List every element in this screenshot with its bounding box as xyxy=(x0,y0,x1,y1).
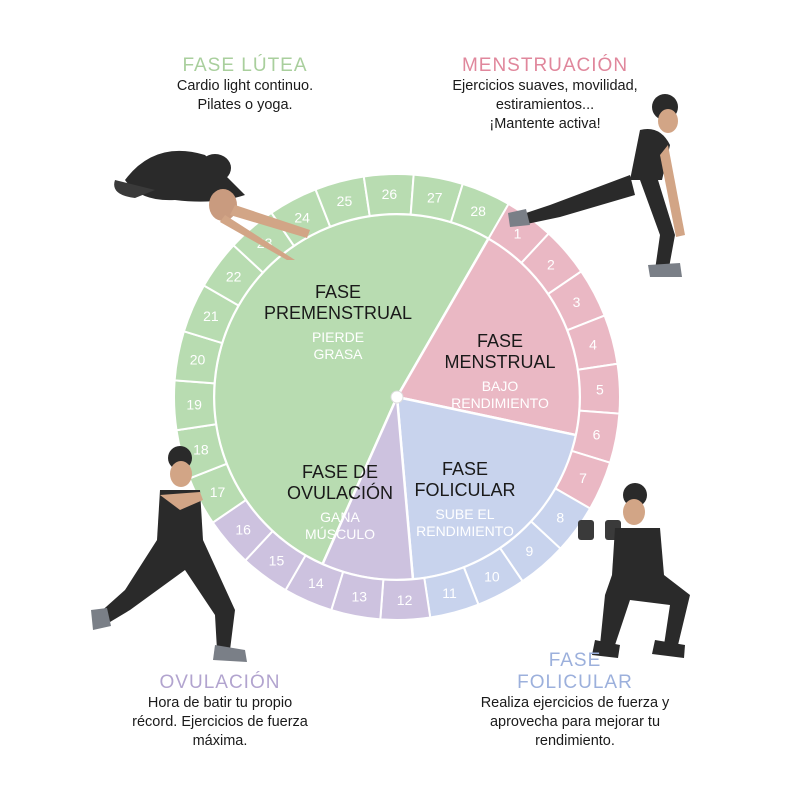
caption-follicular-title-2: FOLICULAR xyxy=(517,672,633,693)
day-label-8: 8 xyxy=(556,510,564,526)
day-label-5: 5 xyxy=(596,381,604,397)
sector-labels: FASEPREMENSTRUALPIERDEGRASAFASEMENSTRUAL… xyxy=(264,282,556,542)
caption-luteal-title: FASE LÚTEA xyxy=(182,55,308,76)
day-label-6: 6 xyxy=(593,427,601,443)
sector-title-ovulation: FASE DE xyxy=(302,462,378,482)
caption-luteal: FASE LÚTEA Cardio light continuo. Pilate… xyxy=(140,55,350,115)
day-label-15: 15 xyxy=(269,552,285,568)
caption-menstruation-text: Ejercicios suaves, movilidad, estiramien… xyxy=(452,78,638,132)
day-label-25: 25 xyxy=(337,193,353,209)
sector-title-follicular: FOLICULAR xyxy=(414,480,515,500)
sector-subtitle-premenstrual: GRASA xyxy=(313,346,363,362)
day-label-1: 1 xyxy=(514,226,522,242)
caption-follicular-text: Realiza ejercicios de fuerza y aprovecha… xyxy=(480,695,670,749)
day-label-17: 17 xyxy=(210,484,226,500)
day-label-27: 27 xyxy=(427,190,443,206)
sector-subtitle-menstrual: RENDIMIENTO xyxy=(451,395,549,411)
stretching-woman-figure xyxy=(114,150,310,260)
caption-ovulation: OVULACIÓN Hora de batir tu propio récord… xyxy=(105,672,335,751)
lunge-stretch-woman-figure xyxy=(508,94,685,277)
day-label-12: 12 xyxy=(397,592,413,608)
day-label-19: 19 xyxy=(186,397,202,413)
day-label-11: 11 xyxy=(442,585,457,601)
squat-dumbbell-woman-figure xyxy=(578,483,690,658)
sector-title-ovulation: OVULACIÓN xyxy=(287,482,393,503)
phase-sectors xyxy=(212,212,582,582)
sector-title-premenstrual: FASE xyxy=(315,282,361,302)
day-label-9: 9 xyxy=(526,543,534,559)
day-label-18: 18 xyxy=(193,442,209,458)
day-ring: 1234567891011121314151617181920212223242… xyxy=(173,173,621,621)
sector-subtitle-ovulation: MÚSCULO xyxy=(305,526,375,542)
day-cell-28 xyxy=(449,182,510,240)
caption-follicular-title-1: FASE xyxy=(548,650,602,671)
sector-subtitle-premenstrual: PIERDE xyxy=(312,329,364,345)
day-label-22: 22 xyxy=(226,268,242,284)
day-label-3: 3 xyxy=(573,294,581,310)
day-label-7: 7 xyxy=(579,470,587,486)
day-label-2: 2 xyxy=(547,257,555,273)
day-label-10: 10 xyxy=(484,568,500,584)
caption-menstruation-title: MENSTRUACIÓN xyxy=(461,55,629,76)
sector-title-menstrual: MENSTRUAL xyxy=(444,352,555,372)
caption-follicular: FASE FOLICULAR Realiza ejercicios de fue… xyxy=(455,650,695,751)
caption-menstruation: MENSTRUACIÓN Ejercicios suaves, movilida… xyxy=(420,55,670,134)
day-label-20: 20 xyxy=(190,351,206,367)
wheel-center-dot xyxy=(390,390,404,404)
sector-title-menstrual: FASE xyxy=(477,331,523,351)
sector-subtitle-menstrual: BAJO xyxy=(482,378,519,394)
caption-luteal-text: Cardio light continuo. Pilates o yoga. xyxy=(176,78,314,113)
lunge-woman-figure xyxy=(91,446,247,662)
day-label-28: 28 xyxy=(470,203,486,219)
day-label-14: 14 xyxy=(308,575,324,591)
sector-subtitle-ovulation: GANA xyxy=(320,509,360,525)
day-label-13: 13 xyxy=(351,588,367,604)
caption-ovulation-text: Hora de batir tu propio récord. Ejercici… xyxy=(132,695,308,749)
day-label-16: 16 xyxy=(235,521,251,537)
day-label-21: 21 xyxy=(203,308,219,324)
day-label-24: 24 xyxy=(294,210,310,226)
day-label-4: 4 xyxy=(589,336,597,352)
caption-ovulation-title: OVULACIÓN xyxy=(159,672,281,693)
sector-title-follicular: FASE xyxy=(442,459,488,479)
sector-subtitle-follicular: RENDIMIENTO xyxy=(416,523,514,539)
sector-title-premenstrual: PREMENSTRUAL xyxy=(264,303,412,323)
sector-subtitle-follicular: SUBE EL xyxy=(435,506,494,522)
day-label-26: 26 xyxy=(382,186,398,202)
